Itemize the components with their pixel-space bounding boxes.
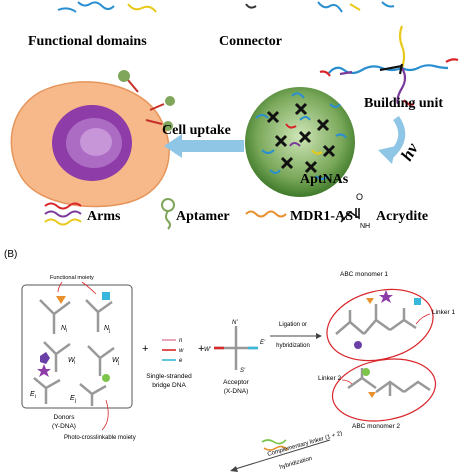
panel-b-label: (B) <box>4 249 17 260</box>
bridge-w: w <box>179 348 184 354</box>
donor-n1-sub: i <box>66 328 67 334</box>
donor-y-dna-2 <box>85 299 113 332</box>
donor-pentagon-moiety <box>40 352 50 364</box>
donor-e1-sub: i <box>35 394 36 400</box>
acrydite-o: O <box>356 192 363 202</box>
acceptor-e: E' <box>260 340 266 346</box>
donor-y-dna-4 <box>87 345 115 376</box>
donor-y-dna-5 <box>33 377 61 404</box>
cell-aptamers <box>118 70 175 131</box>
arms-legend-label: Arms <box>87 209 121 224</box>
ligation-arrowhead <box>316 333 322 339</box>
aptnas-label: AptNAs <box>300 172 349 187</box>
donor-e1: E <box>30 391 35 398</box>
donors-box <box>21 284 133 409</box>
complementary-linker-strand <box>261 439 287 445</box>
abc-monomer-2-structure <box>347 368 431 396</box>
plus-1: + <box>142 343 148 355</box>
abc-1-square <box>414 298 421 305</box>
functional-moiety-label: Functional moiety <box>50 275 94 281</box>
donor-w1-sub: i <box>74 360 75 366</box>
abc-1-star <box>379 290 393 303</box>
abc-monomer-2-label: ABC monomer 2 <box>352 423 400 430</box>
donor-n2-sub: j <box>108 328 110 334</box>
donor-e2: E <box>70 395 75 402</box>
mdr1-legend-label: MDR1-AS <box>290 209 353 224</box>
abc-2-circle <box>362 368 370 376</box>
donor-n2: N <box>104 325 110 332</box>
acrydite-legend-icon <box>340 208 360 223</box>
mdr1-legend-icon <box>245 210 287 218</box>
bridge-n: n <box>179 338 183 344</box>
abc-1-triangle <box>366 298 374 304</box>
cell-uptake-arrow <box>164 134 244 158</box>
ligation-label: Ligation or <box>279 322 307 328</box>
cell-uptake-label: Cell uptake <box>162 123 231 138</box>
aptamer-legend-label: Aptamer <box>176 209 230 224</box>
abc-monomer-2-ellipse <box>331 358 437 422</box>
connector-strand <box>245 3 257 9</box>
hybridization-label: hybridization <box>279 456 313 471</box>
donor-star-moiety <box>37 364 51 377</box>
bridge-e: e <box>179 358 183 364</box>
complementary-linker-strand-2 <box>263 445 289 451</box>
donor-y-dna-1 <box>39 299 71 334</box>
acceptor-s: S' <box>240 368 246 374</box>
bridge-label: Single-stranded <box>146 373 192 380</box>
functional-moiety-arrow-1 <box>57 281 63 293</box>
complementary-arrowhead <box>230 466 238 472</box>
bridge-sublabel: bridge DNA <box>152 382 186 389</box>
abc-monomer-1-structure <box>335 304 417 335</box>
functional-moiety-arrow-2 <box>81 281 97 295</box>
acrydite-nh: NH <box>360 223 370 230</box>
abc-2-triangle <box>368 392 376 398</box>
acceptor-w: W' <box>204 347 212 353</box>
donor-e2-sub: j <box>74 398 76 404</box>
aptamer-legend-icon <box>161 198 175 230</box>
donor-w2: W <box>112 357 120 364</box>
hv-arrowhead <box>378 146 396 164</box>
bridge-dna-strands <box>162 339 176 361</box>
donor-w2-sub: j <box>117 360 119 366</box>
building-unit-label: Building unit <box>364 96 443 111</box>
acceptor-n: N' <box>232 320 238 326</box>
donors-label: Donors <box>54 414 76 421</box>
acceptor-label: Acceptor <box>223 379 249 386</box>
photo-moiety-arrow <box>101 399 109 431</box>
arms-legend-icon <box>44 202 82 226</box>
connector-label: Connector <box>219 34 282 49</box>
acceptor-sublabel: (X-DNA) <box>224 388 249 395</box>
linker-1-arrow <box>415 313 431 325</box>
abc-monomer-1-label: ABC monomer 1 <box>340 271 388 278</box>
abc-monomer-1-ellipse <box>326 288 434 362</box>
photo-moiety-label: Photo-crosslinkable moiety <box>64 435 136 441</box>
donors-sublabel: (Y-DNA) <box>52 423 76 430</box>
functional-domains-strands <box>57 1 157 13</box>
nucleus-core <box>80 128 112 156</box>
donor-square-moiety <box>102 292 110 300</box>
building-unit-icon <box>319 25 459 106</box>
donor-y-dna-3 <box>43 341 71 372</box>
aptnas-strands <box>255 92 347 180</box>
donor-circle-moiety <box>102 374 110 382</box>
linker-2-label: Linker 2 <box>318 375 342 382</box>
acrydite-legend-label: Acrydite <box>376 209 428 224</box>
abc-1-pentagon <box>354 341 362 349</box>
complementary-arrow <box>231 439 331 471</box>
functional-domains-label: Functional domains <box>28 34 147 49</box>
linker-2-arrow <box>341 379 353 385</box>
donor-w1: W <box>68 357 76 364</box>
linker-1-label: Linker 1 <box>432 309 456 316</box>
donor-y-dna-6 <box>79 383 107 406</box>
plus-2: + <box>198 343 204 355</box>
building-unit-top-strand <box>317 1 395 13</box>
aptnas-crosses <box>266 102 336 174</box>
donor-triangle-moiety <box>56 296 66 304</box>
ligation-sublabel: hybridization <box>276 343 310 349</box>
donor-n1: N <box>61 325 67 332</box>
